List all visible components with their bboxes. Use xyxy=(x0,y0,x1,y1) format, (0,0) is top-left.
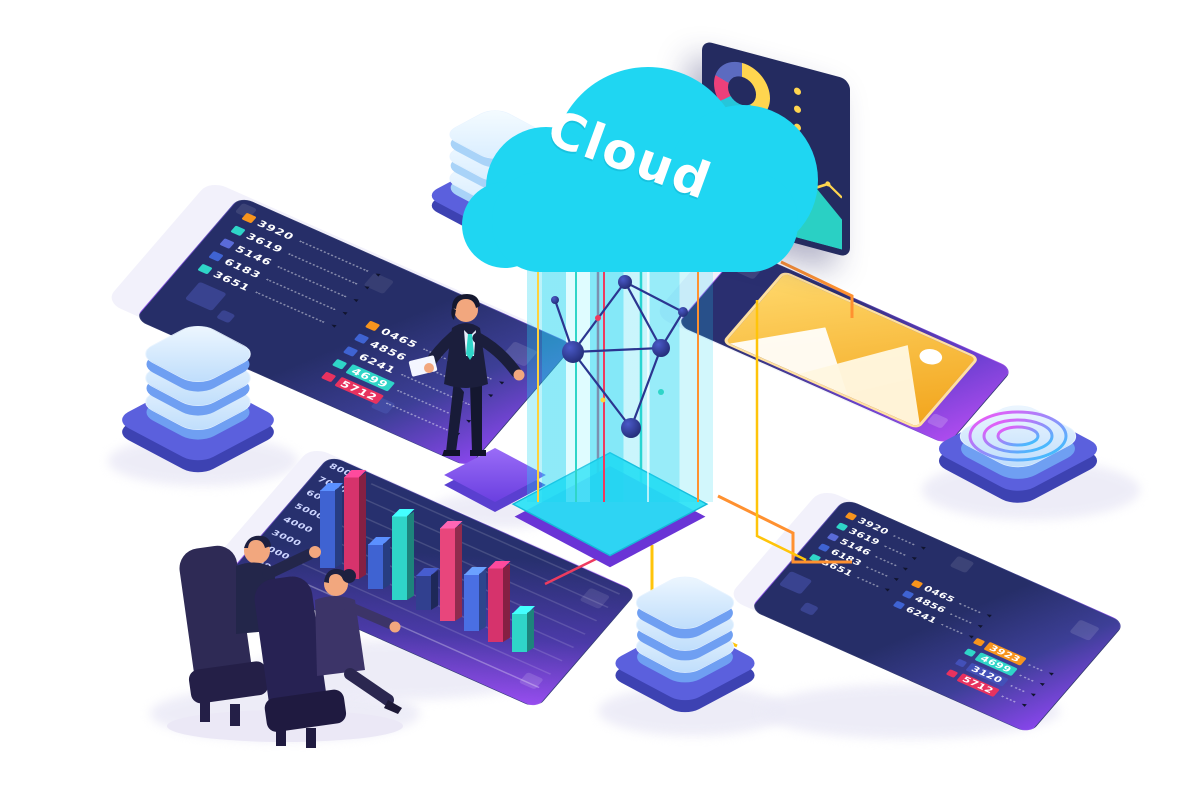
head xyxy=(454,298,478,322)
beam-line-white xyxy=(647,250,649,502)
network-node xyxy=(621,418,641,438)
network-node xyxy=(618,275,632,289)
bar-chart-bars xyxy=(320,469,535,652)
tie xyxy=(466,334,474,360)
network-node xyxy=(562,341,584,363)
accent-dot xyxy=(600,397,606,403)
bar xyxy=(512,606,535,652)
hair xyxy=(244,535,271,548)
chair-leg xyxy=(276,726,286,746)
bar-top xyxy=(512,606,535,614)
bar-top xyxy=(488,560,511,569)
bar-front xyxy=(344,476,359,579)
chair-leg xyxy=(200,700,210,722)
bar-front xyxy=(512,613,527,652)
presenter-figure xyxy=(408,294,525,456)
hair xyxy=(452,294,480,309)
shoe xyxy=(470,450,486,456)
bar-front xyxy=(440,527,455,621)
network-node xyxy=(652,339,670,357)
beam-line-yellow xyxy=(537,250,539,502)
bar-top xyxy=(440,520,463,529)
bar-side xyxy=(527,608,534,652)
network-edges xyxy=(553,281,684,429)
bar xyxy=(344,469,367,579)
bar xyxy=(464,567,487,631)
bar-top xyxy=(416,568,439,576)
bar-side xyxy=(455,523,462,621)
data-beams xyxy=(527,250,713,502)
network-graph xyxy=(551,275,688,438)
leg xyxy=(446,380,464,452)
bar-front xyxy=(416,575,431,610)
chair-leg xyxy=(306,728,316,748)
accent-dot xyxy=(595,315,601,321)
beam-line-teal xyxy=(575,250,577,502)
seated-people xyxy=(167,535,403,748)
hair xyxy=(324,568,349,583)
bar-top xyxy=(392,508,415,517)
bar-side xyxy=(479,569,486,631)
hand xyxy=(389,621,401,633)
hand xyxy=(424,363,434,373)
bar-front xyxy=(392,515,407,600)
bar-front xyxy=(488,567,503,642)
shoe xyxy=(442,450,460,456)
bar xyxy=(488,560,511,642)
bar xyxy=(368,537,391,589)
bar xyxy=(320,483,343,568)
shoe xyxy=(384,700,402,714)
bar-front xyxy=(368,544,383,589)
network-node xyxy=(678,307,688,317)
bar-top xyxy=(344,469,367,478)
bar xyxy=(416,568,439,610)
chair-leg xyxy=(230,704,240,726)
bar-front xyxy=(320,490,335,568)
legend-dot xyxy=(794,104,801,114)
bar-top xyxy=(368,537,391,545)
accent-dot xyxy=(658,389,664,395)
neon-spiral-icon xyxy=(968,410,1068,462)
bar xyxy=(392,508,415,600)
bar-side xyxy=(431,570,438,610)
arm xyxy=(472,332,522,378)
beam-line-orange xyxy=(697,250,699,502)
chair xyxy=(254,576,347,732)
cloud-shape xyxy=(492,172,798,272)
hair xyxy=(451,308,456,320)
data-point xyxy=(825,181,831,187)
head xyxy=(324,572,348,596)
head xyxy=(244,538,270,564)
bar-top xyxy=(464,567,487,575)
hand xyxy=(309,546,321,558)
leg xyxy=(470,382,482,452)
legend-dot xyxy=(794,86,801,96)
bar-top xyxy=(320,483,343,491)
chair xyxy=(179,545,269,704)
arm xyxy=(262,548,316,580)
beam-line-red xyxy=(603,250,605,502)
bar-side xyxy=(503,563,510,642)
bar xyxy=(440,520,463,621)
hand xyxy=(513,369,525,381)
leg xyxy=(344,668,394,706)
torso xyxy=(315,596,365,676)
bar-front xyxy=(464,574,479,631)
network-node xyxy=(551,296,559,304)
arm xyxy=(343,601,395,629)
